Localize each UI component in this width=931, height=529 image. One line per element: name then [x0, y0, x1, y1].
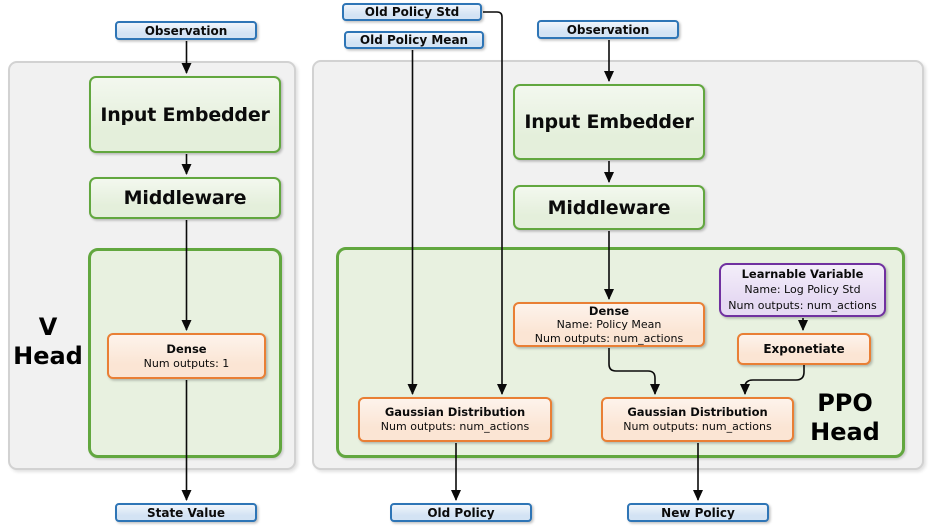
state-value-label: State Value [146, 505, 226, 520]
gaussian-distribution-old-node: Gaussian Distribution Num outputs: num_a… [358, 397, 552, 442]
ppo-input-embedder-node: Input Embedder [513, 84, 705, 160]
old-policy-mean-node: Old Policy Mean [344, 31, 484, 49]
old-policy-output-label: Old Policy [427, 505, 495, 520]
ppo-observation-label: Observation [566, 22, 650, 37]
ppo-dense-title: Dense [588, 303, 630, 318]
learnable-variable-name: Name: Log Policy Std [744, 282, 861, 296]
exponetiate-label: Exponetiate [763, 342, 845, 356]
learnable-variable-title: Learnable Variable [741, 266, 864, 281]
v-observation-node: Observation [115, 21, 257, 40]
gaussian-distribution-new-node: Gaussian Distribution Num outputs: num_a… [601, 397, 794, 442]
old-policy-std-label: Old Policy Std [364, 5, 460, 19]
ppo-input-embedder-label: Input Embedder [524, 111, 694, 133]
new-policy-output-label: New Policy [661, 505, 735, 520]
ppo-observation-node: Observation [537, 20, 679, 39]
gaussian-old-outputs: Num outputs: num_actions [380, 420, 530, 434]
v-input-embedder-label: Input Embedder [100, 103, 270, 126]
v-dense-outputs: Num outputs: 1 [143, 356, 230, 370]
old-policy-mean-label: Old Policy Mean [359, 33, 469, 47]
v-dense-node: Dense Num outputs: 1 [107, 333, 266, 379]
ppo-dense-outputs: Num outputs: num_actions [534, 331, 684, 345]
learnable-variable-outputs: Num outputs: num_actions [728, 298, 877, 312]
gaussian-old-title: Gaussian Distribution [384, 405, 526, 420]
ppo-middleware-label: Middleware [547, 196, 671, 219]
v-observation-label: Observation [144, 23, 228, 38]
v-middleware-node: Middleware [89, 177, 281, 219]
gaussian-new-outputs: Num outputs: num_actions [623, 420, 772, 434]
new-policy-output-node: New Policy [627, 503, 769, 522]
ppo-dense-node: Dense Name: Policy Mean Num outputs: num… [513, 302, 705, 347]
exponetiate-node: Exponetiate [737, 333, 871, 365]
ppo-dense-name: Name: Policy Mean [556, 317, 662, 331]
state-value-node: State Value [115, 503, 257, 522]
gaussian-new-title: Gaussian Distribution [627, 405, 768, 420]
old-policy-std-node: Old Policy Std [342, 3, 482, 21]
old-policy-output-node: Old Policy [390, 503, 532, 522]
ppo-head-title: PPO Head [810, 389, 880, 446]
learnable-variable-node: Learnable Variable Name: Log Policy Std … [719, 263, 886, 317]
v-head-title: V Head [13, 313, 83, 370]
v-input-embedder-node: Input Embedder [89, 76, 281, 153]
ppo-middleware-node: Middleware [513, 185, 705, 230]
v-middleware-label: Middleware [123, 187, 247, 209]
v-dense-title: Dense [166, 341, 207, 356]
